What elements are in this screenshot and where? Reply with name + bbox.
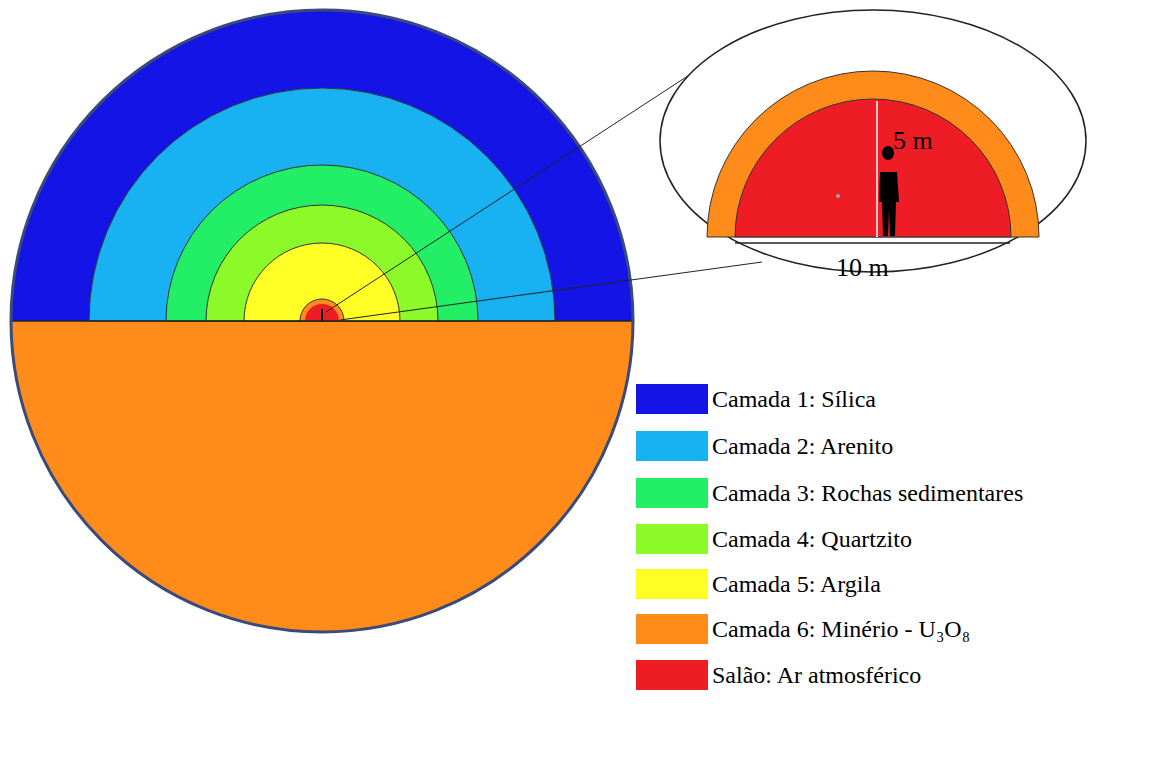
layer-ore [11, 321, 633, 632]
legend-text: Salão: Ar atmosférico [712, 663, 921, 687]
layer-clay [244, 243, 400, 321]
inset-hall [735, 99, 1011, 237]
legend-swatch [636, 660, 708, 690]
layer-silica [11, 10, 633, 321]
person-mini [321, 309, 323, 321]
dimension-label: 10 m [836, 255, 889, 281]
legend-text: Camada 2: Arenito [712, 434, 893, 458]
legend-text: Camada 6: Minério - U₃O₈ [712, 617, 970, 641]
legend-text: Camada 5: Argila [712, 572, 881, 596]
divider-line [11, 320, 633, 322]
layer-sandstone [89, 88, 555, 321]
legend-swatch [636, 569, 708, 599]
legend-text: Camada 3: Rochas sedimentares [712, 481, 1023, 505]
width-line [735, 242, 1010, 244]
legend-swatch [636, 478, 708, 508]
leader-line [340, 262, 762, 320]
legend-text: Camada 1: Sílica [712, 387, 876, 411]
dimension-label: 5 m [893, 128, 933, 154]
dot [836, 194, 840, 198]
inset-ellipse [660, 10, 1086, 272]
layer-quartzite [206, 205, 438, 321]
outer-circle [11, 10, 633, 632]
person-silhouette [879, 146, 899, 236]
legend-swatch [636, 431, 708, 461]
legend-text: Camada 4: Quartzito [712, 527, 912, 551]
legend-swatch [636, 524, 708, 554]
height-line [876, 101, 878, 237]
legend-swatch [636, 614, 708, 644]
legend-swatch [636, 384, 708, 414]
inset-shell [707, 71, 1039, 237]
hall-shell [300, 299, 344, 321]
